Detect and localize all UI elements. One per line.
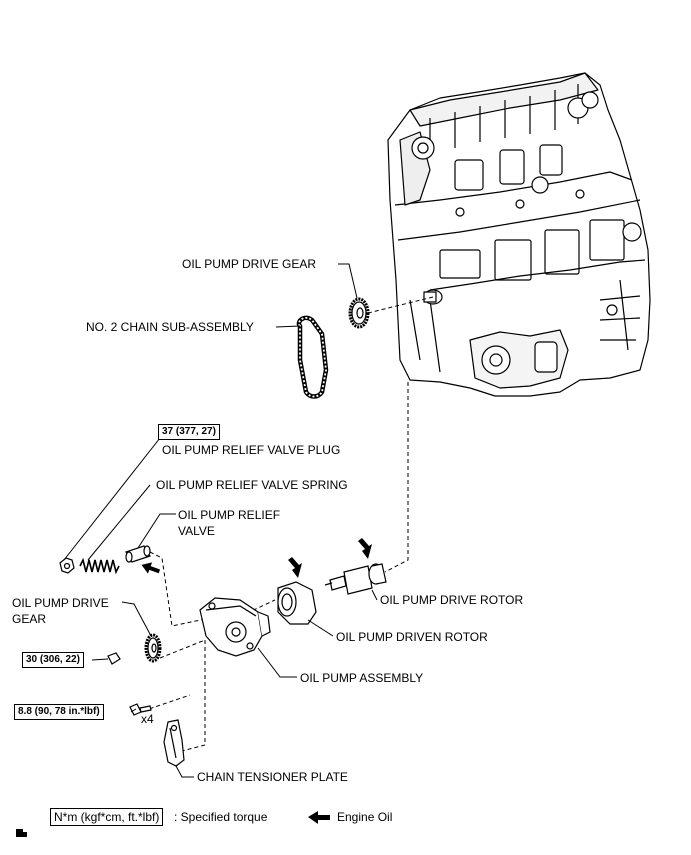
oil-arrow-driven-rotor	[288, 557, 302, 578]
legend-torque-unit: N*m (kgf*cm, ft.*lbf)	[50, 808, 164, 826]
legend-torque-desc: : Specified torque	[174, 810, 268, 824]
chain-tensioner-plate-illustration	[163, 719, 185, 767]
engine-oil-arrows	[141, 538, 372, 578]
no2-chain-illustration	[296, 315, 329, 399]
label-no2-chain: NO. 2 CHAIN SUB-ASSEMBLY	[86, 320, 254, 334]
label-quantity-x4: x4	[141, 712, 154, 726]
label-driven-rotor: OIL PUMP DRIVEN ROTOR	[336, 630, 488, 644]
legend-engine-oil: Engine Oil	[337, 810, 393, 824]
leader-lines	[63, 263, 378, 778]
label-drive-gear-line2: GEAR	[12, 612, 47, 626]
label-oil-pump-drive-gear-top: OIL PUMP DRIVE GEAR	[182, 257, 317, 271]
torque-bolts: 8.8 (90, 78 in.*lbf)	[14, 704, 104, 720]
label-relief-valve-spring: OIL PUMP RELIEF VALVE SPRING	[156, 478, 348, 492]
oil-pump-driven-rotor-illustration	[277, 581, 317, 625]
torque-gear-nut: 30 (306, 22)	[22, 652, 84, 668]
relief-valve-parts-illustration	[59, 545, 151, 575]
label-tensioner-plate: CHAIN TENSIONER PLATE	[197, 770, 348, 784]
engine-block-illustration	[387, 72, 651, 397]
oil-pump-drive-gear-upper-illustration	[348, 297, 370, 329]
oil-pump-drive-rotor-illustration	[324, 563, 387, 595]
label-drive-rotor: OIL PUMP DRIVE ROTOR	[380, 593, 524, 607]
oil-arrow-drive-rotor	[358, 538, 372, 559]
label-relief-valve-line2: VALVE	[178, 524, 215, 538]
note-icon	[16, 829, 27, 837]
label-relief-valve-plug: OIL PUMP RELIEF VALVE PLUG	[162, 443, 341, 457]
oil-arrow-relief-valve	[141, 562, 161, 574]
oil-pump-drive-gear-lower-illustration	[107, 633, 162, 665]
oil-pump-assembly-illustration	[199, 597, 271, 657]
torque-plug: 37 (377, 27)	[158, 424, 220, 440]
label-drive-gear-line1: OIL PUMP DRIVE	[12, 596, 109, 610]
label-relief-valve-line1: OIL PUMP RELIEF	[178, 508, 281, 522]
legend-oil-arrow-icon	[308, 811, 330, 824]
label-pump-assembly: OIL PUMP ASSEMBLY	[300, 671, 424, 685]
